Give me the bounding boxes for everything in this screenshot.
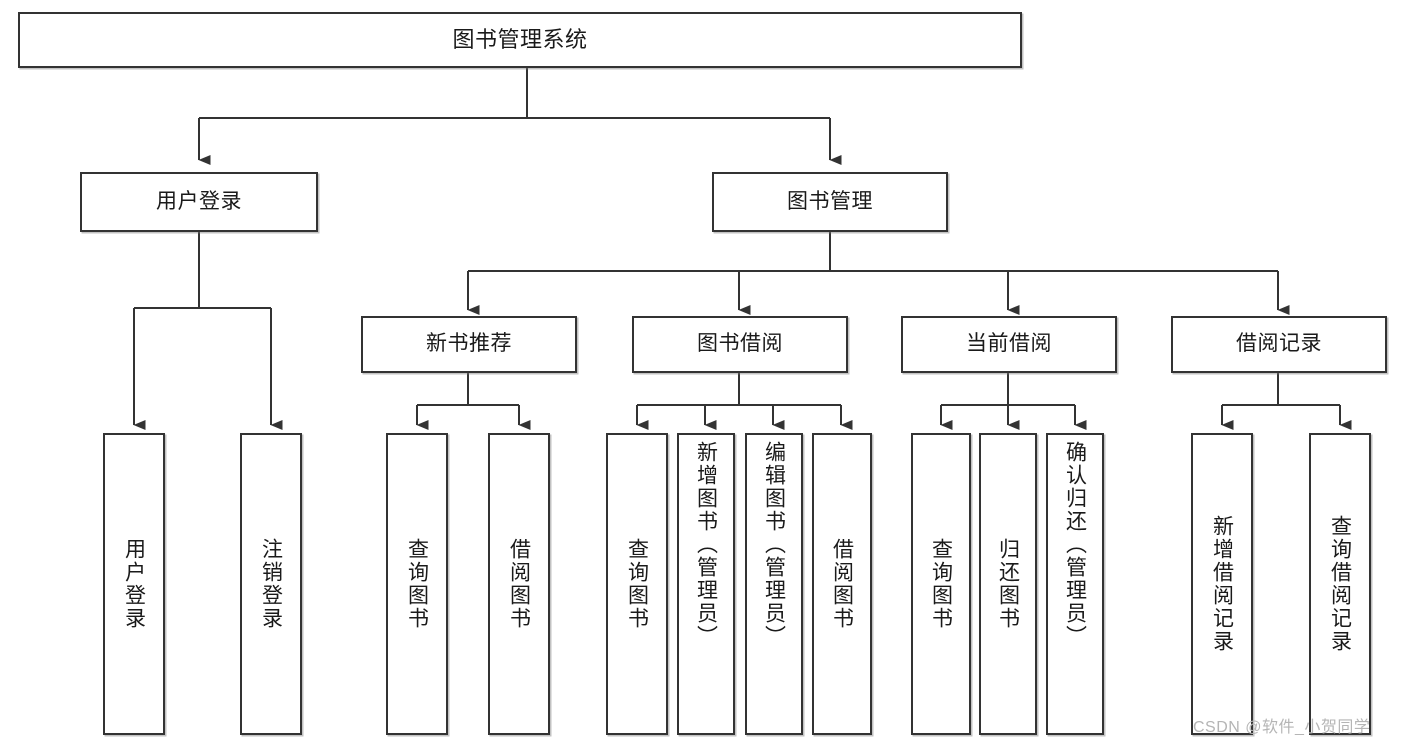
csdn-watermark: CSDN @软件_小贺同学 [1193, 719, 1371, 736]
node-label: 新增借阅记录 [1210, 515, 1234, 653]
node-borrow-record[interactable]: 借阅记录 [1171, 316, 1387, 373]
node-label: 借阅记录 [1236, 332, 1322, 356]
node-label: 注销登录 [259, 538, 283, 630]
node-leaf-logout[interactable]: 注销登录 [240, 433, 302, 735]
node-leaf-add-book[interactable]: 新增图书（管理员） [677, 433, 735, 735]
node-leaf-return-book[interactable]: 归还图书 [979, 433, 1037, 735]
node-label: 当前借阅 [966, 332, 1052, 356]
node-label: 查询图书 [405, 538, 429, 630]
node-leaf-borrow-book-1[interactable]: 借阅图书 [488, 433, 550, 735]
node-leaf-query-record[interactable]: 查询借阅记录 [1309, 433, 1371, 735]
node-leaf-query-book-2[interactable]: 查询图书 [606, 433, 668, 735]
node-label: 新增图书（管理员） [694, 441, 718, 648]
node-leaf-borrow-book-2[interactable]: 借阅图书 [812, 433, 872, 735]
node-leaf-query-book-1[interactable]: 查询图书 [386, 433, 448, 735]
node-label: 图书借阅 [697, 332, 783, 356]
node-label: 查询图书 [625, 538, 649, 630]
node-label: 图书管理系统 [452, 27, 588, 53]
node-label: 用户登录 [156, 189, 242, 213]
node-new-book-recommend[interactable]: 新书推荐 [361, 316, 577, 373]
node-label: 用户登录 [122, 538, 146, 630]
node-label: 归还图书 [996, 538, 1020, 630]
node-leaf-query-book-3[interactable]: 查询图书 [911, 433, 971, 735]
node-label: 确认归还（管理员） [1063, 441, 1087, 648]
node-label: 编辑图书（管理员） [762, 441, 786, 648]
node-book-management-system[interactable]: 图书管理系统 [18, 12, 1022, 68]
node-leaf-user-login[interactable]: 用户登录 [103, 433, 165, 735]
node-current-borrow[interactable]: 当前借阅 [901, 316, 1117, 373]
node-leaf-confirm-return[interactable]: 确认归还（管理员） [1046, 433, 1104, 735]
node-label: 查询借阅记录 [1328, 515, 1352, 653]
node-label: 查询图书 [929, 538, 953, 630]
node-leaf-add-record[interactable]: 新增借阅记录 [1191, 433, 1253, 735]
node-leaf-edit-book[interactable]: 编辑图书（管理员） [745, 433, 803, 735]
node-label: 图书管理 [787, 189, 873, 213]
node-book-borrow[interactable]: 图书借阅 [632, 316, 848, 373]
node-label: 新书推荐 [426, 332, 512, 356]
node-label: 借阅图书 [507, 538, 531, 630]
node-label: 借阅图书 [830, 538, 854, 630]
node-user-login[interactable]: 用户登录 [80, 172, 318, 232]
node-book-management[interactable]: 图书管理 [712, 172, 948, 232]
